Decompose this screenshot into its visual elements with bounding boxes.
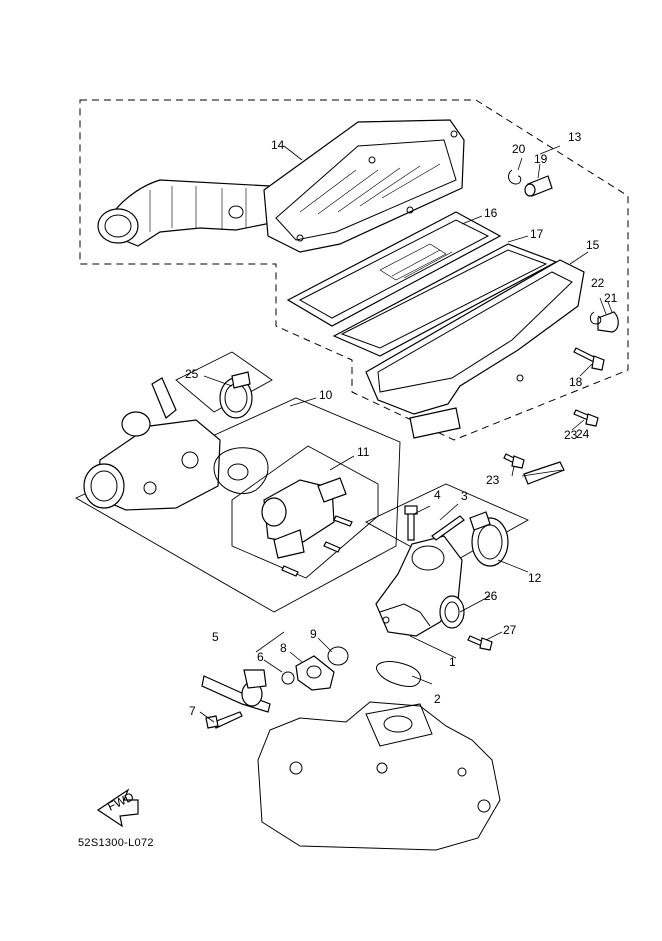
- callout-3: 3: [461, 489, 468, 503]
- callout-8: 8: [280, 641, 287, 655]
- callout-4: 4: [434, 488, 441, 502]
- throttle-body-part: [83, 377, 221, 511]
- callout-14: 14: [271, 138, 285, 152]
- callout-23-upper: 23: [564, 428, 578, 442]
- forward-direction-arrow: FWD: [96, 788, 139, 828]
- callout-11: 11: [357, 445, 370, 459]
- callout-17: 17: [530, 227, 544, 241]
- air-cleaner-cover-part: [365, 259, 585, 439]
- throttle-body-group-boundary: [75, 397, 401, 613]
- callout-18: 18: [569, 375, 583, 389]
- air-filter-element-part: [286, 211, 502, 327]
- bolt-part-27: [467, 635, 493, 651]
- leader-lines: [199, 145, 613, 723]
- callout-25: 25: [185, 367, 199, 381]
- sensor-screw-3: [281, 565, 299, 577]
- bolt-part-7: [205, 711, 243, 729]
- callout-15: 15: [586, 238, 600, 252]
- cylinder-head-outline: [257, 701, 501, 851]
- callout-2: 2: [434, 692, 441, 706]
- callout-21: 21: [604, 291, 618, 305]
- screw-part-19: [524, 175, 553, 197]
- bolt-part-4: [404, 505, 418, 541]
- callout-1: 1: [449, 655, 456, 669]
- air-duct-part: [97, 179, 277, 247]
- callout-22: 22: [591, 276, 605, 290]
- callout-23-lower: 23: [486, 473, 500, 487]
- o-ring-part-6: [281, 671, 295, 685]
- callout-9: 9: [310, 627, 317, 641]
- callout-27: 27: [503, 623, 517, 637]
- o-ring-part-9: [327, 646, 349, 666]
- callout-labels: 1 2 3 4 5 6 7 8 9 10 11 12 13 14 15 16 1…: [185, 130, 618, 718]
- bolt-part-23-upper: [573, 409, 599, 427]
- clip-part-22: [589, 311, 602, 325]
- o-ring-part-2: [376, 661, 422, 687]
- throttle-sensor-part: [261, 477, 347, 559]
- callout-24: 24: [576, 427, 590, 441]
- throttle-gasket-part: [213, 447, 269, 495]
- clamp-part-26: [439, 595, 465, 629]
- bolt-part-23-lower: [503, 453, 525, 469]
- clamp-group-boundary: [175, 351, 273, 413]
- diagram-code: 52S1300-L072: [78, 837, 154, 849]
- callout-19: 19: [534, 152, 548, 166]
- callout-6: 6: [257, 650, 264, 664]
- callout-5: 5: [212, 630, 219, 644]
- sensor-screw-1: [333, 515, 353, 527]
- callout-16: 16: [484, 206, 498, 220]
- clip-part-20: [508, 169, 522, 185]
- callout-26: 26: [484, 589, 498, 603]
- callout-7: 7: [189, 704, 196, 718]
- air-cleaner-group-boundary: [79, 99, 629, 441]
- air-cleaner-case-part: [263, 119, 465, 253]
- callout-10: 10: [319, 388, 333, 402]
- callout-13: 13: [568, 130, 582, 144]
- injector-part-5: [201, 669, 271, 713]
- bolt-part-18: [573, 347, 605, 371]
- clamp-part-12: [469, 511, 509, 567]
- callout-12: 12: [528, 571, 542, 585]
- plug-part-21: [597, 311, 619, 333]
- sensor-screw-2: [323, 541, 341, 553]
- holder-part-8: [295, 655, 335, 691]
- clamp-part-25: [219, 371, 253, 419]
- bracket-part-3: [431, 515, 465, 541]
- callout-20: 20: [512, 142, 526, 156]
